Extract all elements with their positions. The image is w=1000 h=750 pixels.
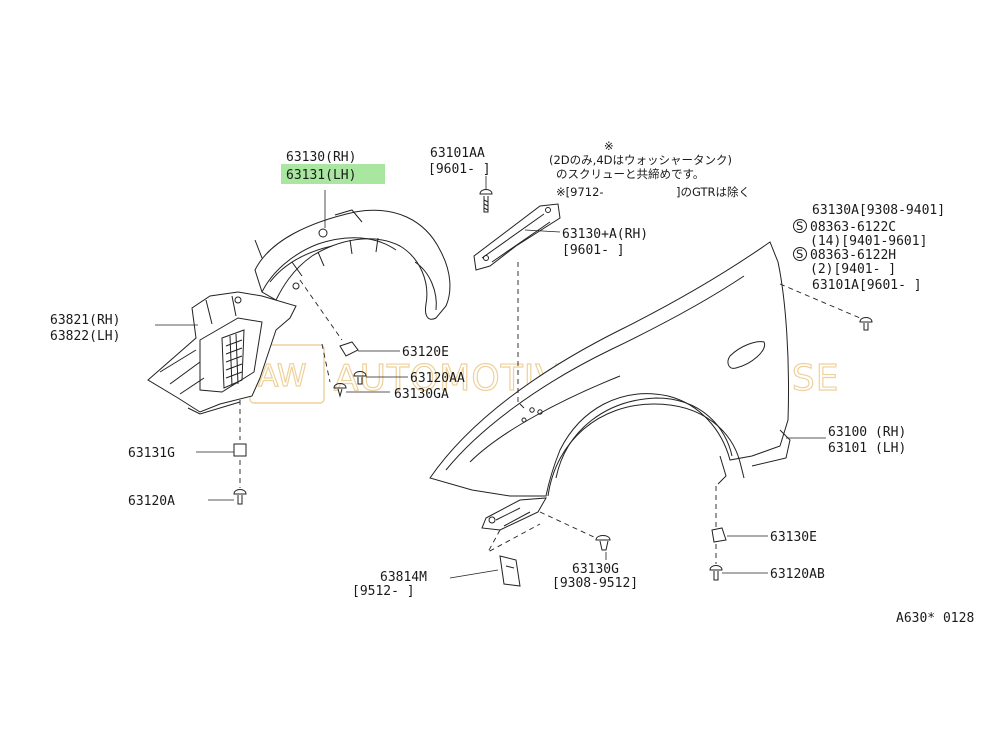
note-line-2: のスクリューと共締めです。	[556, 167, 704, 181]
label-63130g-date: [9308-9512]	[552, 576, 638, 591]
label-63130a[interactable]: 63130A[9308-9401]	[812, 203, 945, 218]
front-fender-drawing	[429, 241, 791, 531]
diagram-code: A630* 0128	[896, 611, 974, 626]
label-63100-rh[interactable]: 63100 (RH)	[828, 425, 906, 440]
label-63814m[interactable]: 63814M	[380, 570, 427, 585]
watermark-logo-text: AW	[258, 359, 307, 394]
label-qty-2: (2)[9401- ]	[810, 262, 896, 277]
label-63101-lh[interactable]: 63101 (LH)	[828, 441, 906, 456]
label-63821-rh[interactable]: 63821(RH)	[50, 313, 120, 328]
label-08363-6122c[interactable]: 08363-6122C	[810, 220, 896, 235]
label-08363-6122h[interactable]: 08363-6122H	[810, 248, 896, 263]
s-mark-2	[793, 247, 807, 261]
label-63822-lh[interactable]: 63822(LH)	[50, 329, 120, 344]
label-63130g[interactable]: 63130G	[572, 562, 619, 577]
label-63130ga[interactable]: 63130GA	[394, 387, 449, 402]
s-mark-2-text: S	[796, 247, 803, 261]
label-63130e[interactable]: 63130E	[770, 530, 817, 545]
label-qty-14: (14)[9401-9601]	[810, 234, 927, 249]
label-63120e[interactable]: 63120E	[402, 345, 449, 360]
upper-bracket-drawing	[473, 189, 561, 271]
s-mark-1	[793, 219, 807, 233]
label-63131-lh[interactable]: 63131(LH)	[286, 168, 356, 183]
label-63120ab[interactable]: 63120AB	[770, 567, 825, 582]
selected-part-highlight	[281, 164, 385, 184]
note-gtr-date: ※[9712-	[556, 185, 604, 199]
leader-lines	[155, 176, 861, 579]
label-63120aa[interactable]: 63120AA	[410, 371, 465, 386]
note-line-1: (2Dのみ,4Dはウォッシャータンク)	[549, 153, 732, 167]
label-63130-rh[interactable]: 63130(RH)	[286, 150, 356, 165]
label-63130a-rh-date: [9601- ]	[562, 243, 625, 258]
fasteners-drawing	[233, 317, 873, 587]
label-63131g[interactable]: 63131G	[128, 446, 175, 461]
label-63101aa[interactable]: 63101AA	[430, 146, 485, 161]
label-63101a[interactable]: 63101A[9601- ]	[812, 278, 922, 293]
note-gtr-exclusion: ]のGTRは除く	[676, 185, 750, 199]
note-mark: ※	[604, 139, 614, 153]
s-mark-1-text: S	[796, 219, 803, 233]
fender-liner-drawing	[254, 209, 451, 320]
label-63814m-date: [9512- ]	[352, 584, 415, 599]
label-63130a-rh[interactable]: 63130+A(RH)	[562, 227, 648, 242]
splash-shield-drawing	[147, 291, 297, 415]
label-63120a[interactable]: 63120A	[128, 494, 175, 509]
label-63101aa-date: [9601- ]	[428, 162, 491, 177]
part-labels: 63130(RH) 63131(LH) 63101AA [9601- ] ※ (…	[50, 139, 974, 626]
